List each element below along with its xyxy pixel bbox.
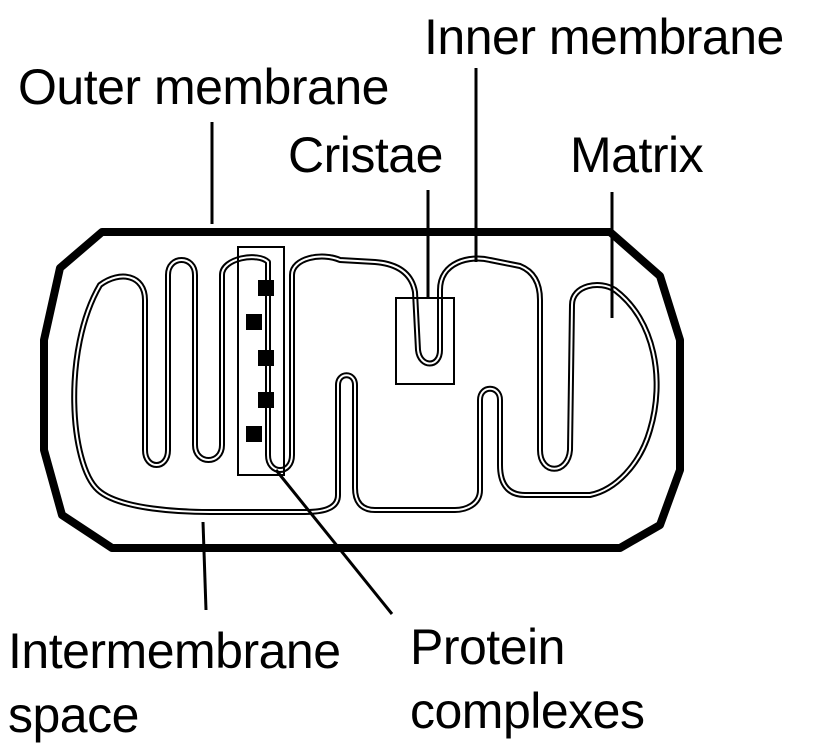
label-protein-line2: complexes [410,684,645,738]
protein-complex-2 [246,314,262,330]
label-matrix: Matrix [570,128,703,182]
label-protein-line1: Protein [410,620,565,674]
label-cristae: Cristae [288,128,443,182]
protein-complex-1 [258,280,274,296]
label-outer-membrane: Outer membrane [18,60,389,114]
label-intermembrane-line1: Intermembrane [8,624,341,678]
protein-complex-3 [258,350,274,366]
protein-complex-4 [258,392,274,408]
protein-complex-5 [246,426,262,442]
label-intermembrane-line2: space [8,688,139,742]
label-inner-membrane: Inner membrane [424,10,784,64]
